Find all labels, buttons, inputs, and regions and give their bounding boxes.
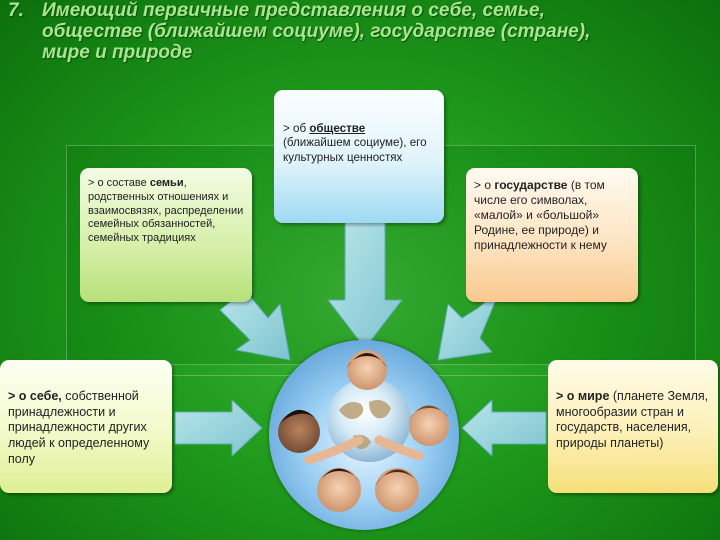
child-face-left: [278, 411, 320, 453]
child-hair-left: [279, 409, 319, 426]
child-face-top: [347, 350, 387, 390]
slide-title: 7. Имеющий первичные представления о себе…: [8, 0, 708, 63]
society-text: (ближайшем социуме), его культурных ценн…: [283, 136, 427, 164]
child-hair-bottom-left: [317, 468, 361, 485]
family-text: , родственных отношениях и взаимосвязях,…: [88, 177, 244, 244]
family-prefix: > о составе: [88, 177, 150, 189]
arrow-left-icon: [461, 398, 547, 458]
self-keyword: > о себе,: [8, 389, 62, 403]
children-around-globe-photo: [269, 340, 459, 530]
self-text: собственной принадлежности и принадлежно…: [8, 389, 150, 466]
child-hair-bottom-right: [375, 469, 419, 486]
state-box: > о государстве (в том числе его символа…: [466, 168, 638, 302]
self-box: > о себе, собственной принадлежности и п…: [0, 360, 172, 493]
photo-illustration: [278, 350, 449, 512]
child-hair-top: [347, 353, 387, 368]
world-box: > о мире (планете Земля, многообразии ст…: [548, 360, 718, 493]
arrow-right-icon: [174, 398, 263, 458]
state-text: (в том числе его символах, «малой» и «бо…: [474, 178, 607, 252]
children-hands: [304, 435, 424, 465]
child-face-bottom-right: [375, 468, 419, 512]
society-prefix: > об: [283, 122, 310, 135]
title-line-2: обществе (ближайшем социуме), государств…: [42, 21, 591, 42]
family-keyword: семьи: [149, 177, 184, 189]
child-face-right: [409, 406, 449, 446]
society-keyword: обществе: [309, 122, 366, 135]
state-keyword: государстве: [494, 178, 568, 192]
globe-continents: [339, 400, 391, 450]
title-line-1: Имеющий первичные представления о себе, …: [42, 0, 545, 21]
society-box: > об обществе (ближайшем социуме), его к…: [274, 90, 444, 223]
child-hair-right: [409, 405, 449, 420]
state-prefix: > о: [474, 178, 495, 192]
arrow-down-icon: [326, 221, 404, 349]
world-text: (планете Земля, многообразии стран и гос…: [556, 389, 709, 450]
arrow-diagonal-left-icon: [437, 289, 501, 361]
slide-number: 7.: [8, 0, 24, 21]
title-line-3: мире и природе: [42, 42, 193, 63]
world-keyword: > о мире: [556, 389, 610, 403]
child-face-bottom-left: [317, 468, 361, 512]
family-box: > о составе семьи, родственных отношения…: [80, 168, 252, 302]
